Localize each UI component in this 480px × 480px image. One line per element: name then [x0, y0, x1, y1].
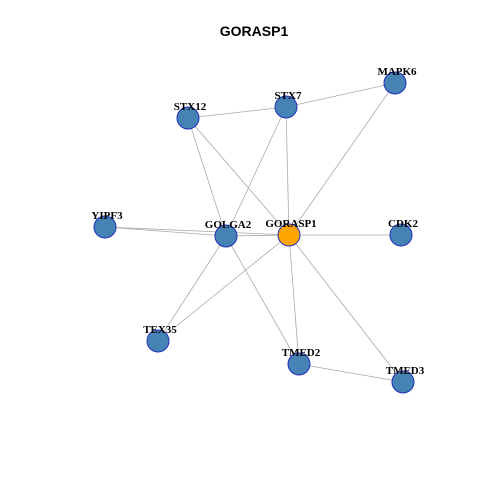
edge-stx7-golga2	[225, 106, 287, 237]
node-gorasp1	[277, 223, 301, 247]
edge-stx12-stx7	[187, 106, 287, 119]
node-mapk6	[383, 71, 407, 95]
node-golga2	[214, 224, 238, 248]
node-label-gorasp1: GORASP1	[265, 218, 316, 230]
node-yipf3	[93, 215, 117, 239]
node-label-yipf3: YIPF3	[91, 210, 123, 222]
node-stx7	[274, 95, 298, 119]
node-label-golga2: GOLGA2	[205, 219, 252, 231]
edge-stx7-mapk6	[285, 82, 396, 108]
node-tmed2	[287, 352, 311, 376]
node-stx12	[176, 106, 200, 130]
edge-stx12-gorasp1	[187, 117, 290, 236]
node-label-tmed2: TMED2	[282, 347, 321, 359]
node-cdk2	[389, 223, 413, 247]
node-layer	[93, 71, 415, 394]
edge-gorasp1-tmed3	[288, 234, 404, 383]
edge-layer	[104, 82, 404, 383]
edge-golga2-tmed2	[225, 235, 300, 365]
edge-golga2-tex35	[157, 235, 227, 342]
node-label-mapk6: MAPK6	[377, 66, 417, 78]
node-tmed3	[391, 370, 415, 394]
node-label-tex35: TEX35	[143, 324, 177, 336]
edge-stx7-gorasp1	[285, 106, 290, 236]
graph-title: GORASP1	[220, 23, 289, 39]
node-label-cdk2: CDK2	[388, 218, 418, 230]
edge-gorasp1-tmed2	[288, 234, 300, 365]
edge-mapk6-gorasp1	[288, 82, 396, 236]
node-tex35	[146, 329, 170, 353]
node-label-stx7: STX7	[275, 90, 302, 102]
node-label-tmed3: TMED3	[386, 365, 425, 377]
node-label-stx12: STX12	[174, 101, 207, 113]
edge-gorasp1-tex35	[157, 234, 290, 342]
edge-yipf3-golga2	[104, 226, 227, 237]
edge-stx12-golga2	[187, 117, 227, 237]
edge-tmed2-tmed3	[298, 363, 404, 383]
edge-yipf3-gorasp1	[104, 226, 290, 236]
